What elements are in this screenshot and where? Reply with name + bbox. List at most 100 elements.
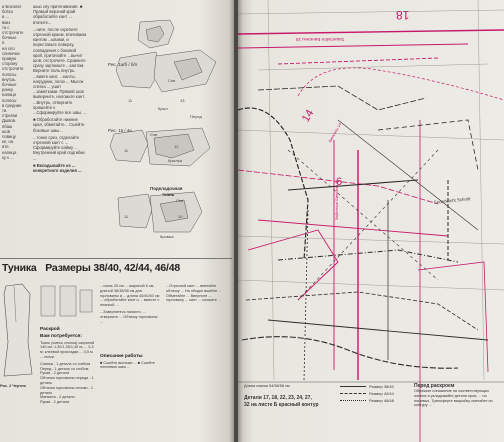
figure-3-piece-11: 11 [124, 214, 129, 219]
size-legend: Размер 38/40 Размер 42/44 Размер 46/48 [340, 384, 400, 405]
instructions-lower: ...тонко срез, отделайте отрезной кант с… [33, 134, 85, 161]
left-column-line: ловицу [2, 134, 16, 140]
left-column-line: та с [2, 24, 10, 30]
legend-line-dotted [340, 400, 366, 401]
work-text: ■ Сшейте вытачки ... ■ Сшейте плечевые ш… [100, 360, 155, 370]
construction-diagrams [109, 19, 217, 233]
left-column-line: пбаш [2, 123, 13, 129]
pattern-thumbnails [40, 285, 93, 317]
instructions-intro: шью спу притачивания. ■ Правый верхний к… [33, 4, 83, 25]
pattern-footer-length: Длина спинки 54/56/58 см [244, 384, 290, 388]
legend-row-46: Размер 46/48 [340, 398, 400, 403]
instructions-column-top: шью спу притачивания. ■ Правый верхний к… [33, 4, 87, 254]
figure-1-piece-spi: Спи [168, 78, 176, 83]
figure-2-piece-wings: Крылья [168, 158, 183, 163]
black-dashed-outlines [238, 85, 489, 381]
left-column-line: бочные [2, 35, 17, 41]
materials-text: Ткань (смесь хлопка) шириной 140 см: 1,3… [40, 340, 95, 359]
left-column-line: шов [2, 128, 10, 134]
work-title: Описание работы [100, 354, 143, 360]
left-column-line: в средние [2, 102, 22, 108]
pattern-sheet-page: 18 14 6 Зашитайте Бинкэны 18 Бинкэны 14 … [238, 0, 504, 442]
before-cutting-block: Перед раскроем Обрежьте понижение на соо… [414, 384, 500, 408]
cutting-item: Рукав - 2 детали [40, 400, 70, 405]
left-column-line: ранку [2, 87, 13, 93]
figure-2-label: Рис. 1в / 4е [108, 128, 132, 133]
cutting-title: Раскрой [40, 327, 60, 333]
legend-line-solid [340, 386, 366, 387]
tunic-sketch-label: Рис. 2 Чертеж [0, 384, 26, 388]
figure-3-label: Подкладочная [150, 186, 183, 191]
left-column-line: вкиз [2, 19, 11, 25]
cutting-item: Спинка - 1 деталь со сгибом [40, 361, 91, 366]
cutting-item: Манжета - 2 детали [40, 395, 75, 400]
left-column-line: сторону [2, 61, 18, 67]
materials-title: Вам потребуется: [40, 334, 83, 340]
left-column-line: стрелки [2, 113, 18, 119]
cutting-item: Обтачка горловины спинки - 1 деталь [40, 385, 93, 395]
figure-3-piece-10: 10 [178, 214, 183, 219]
magenta-outlines [238, 29, 504, 442]
middle-instructions-column: ...ткань 25 см ... шириной 6 см, длиной … [100, 284, 160, 438]
left-column-line: налицо. [2, 149, 18, 155]
figure-1-diagram [115, 19, 217, 93]
book-gutter-shadow [229, 0, 243, 442]
left-column-line: отстрочите [2, 66, 24, 72]
instructions-body: ...ните, после скрепите отрезной краем, … [33, 26, 87, 116]
gray-guide-lines [238, 0, 504, 381]
materials-column: Раскрой Вам потребуется: Ткань (смесь хл… [40, 284, 96, 438]
left-column-line: отстрочите [2, 30, 24, 36]
pattern-number-18: 18 [396, 8, 410, 22]
left-column-line: полосы [2, 97, 17, 103]
figure-2-piece-12: 12 [174, 144, 179, 149]
figure-2-diagram [109, 127, 211, 167]
pattern-footer-parts-2: 32 на листе Б красный контур [244, 402, 319, 408]
pattern-sheet-drawing [238, 0, 504, 442]
before-cutting-text: Обрежьте понижение на соответствующих ли… [414, 389, 493, 408]
pattern-side-caption: Зайтеные Бинкэны 6 [334, 181, 339, 220]
left-column-line: бочные [2, 82, 17, 88]
right-instructions-column: ...Отрезной кант ... вметайте обтачку ..… [166, 284, 226, 438]
left-column-line: налицо [2, 92, 17, 98]
figure-1-piece-13: 13 [180, 98, 185, 103]
left-column-line: п. [2, 40, 6, 46]
pattern-footer-parts: Детали 17, 18, 22, 23, 24, 27, [244, 395, 312, 401]
figure-3-piece-edge: Кромка [160, 234, 174, 239]
cutting-item: Рукав - 2 детали [40, 371, 70, 376]
left-column-line: спиночки [2, 50, 20, 56]
legend-label-42: Размер 42/44 [369, 391, 394, 396]
figure-1-piece-11: 11 [128, 98, 133, 103]
cutting-list: Спинка - 1 деталь со сгибом Перед - 1 де… [40, 362, 96, 405]
figure-2-piece-11: 11 [124, 148, 129, 153]
legend-row-42: Размер 42/44 [340, 391, 400, 396]
left-column-line: на хло [2, 45, 15, 51]
article-heading: Туника Размеры 38/40, 42/44, 46/48 [0, 258, 232, 276]
left-column-line: Дшвов. [2, 118, 17, 124]
legend-row-38: Размер 38/40 [340, 384, 400, 389]
instructions-mid: ■ Обработайте нижние края, обметайте... … [33, 117, 85, 133]
left-column-line: правую [2, 56, 17, 62]
legend-line-dashed [340, 393, 366, 394]
legend-label-46: Размер 46/48 [369, 398, 394, 403]
article-sizes: Размеры 38/40, 42/44, 46/48 [45, 262, 181, 274]
left-column-line: ите. [2, 144, 10, 150]
left-column-line: полосы [2, 71, 17, 77]
figure-1-label: Рис. 1а/б / б/п [108, 62, 138, 67]
figure-3-label-2: ткань [162, 192, 175, 197]
middle-text-2: ...Завернитесь начисто, ... отверните ..… [100, 309, 158, 324]
left-column-line: ке, на [2, 139, 14, 145]
cutting-item: Перед - 1 деталь со сгибом [40, 366, 89, 371]
figure-1-piece-front: Перед [190, 114, 202, 119]
left-column-line: ку к ... [2, 154, 14, 160]
left-column-line: ботка [2, 9, 13, 15]
pattern-number-6: 6 [336, 176, 343, 188]
left-column-line: и ... [2, 14, 9, 20]
middle-text-1: ...ткань 25 см ... шириной 6 см, длиной … [100, 284, 160, 308]
left-column-line: и Бохолат [2, 4, 22, 9]
pattern-top-caption: Зашитайте Бинкэны 18 [296, 37, 345, 42]
article-title: Туника [2, 262, 37, 274]
figure-2-piece-spi: Спи [150, 132, 158, 137]
legend-label-38: Размер 38/40 [369, 384, 394, 389]
